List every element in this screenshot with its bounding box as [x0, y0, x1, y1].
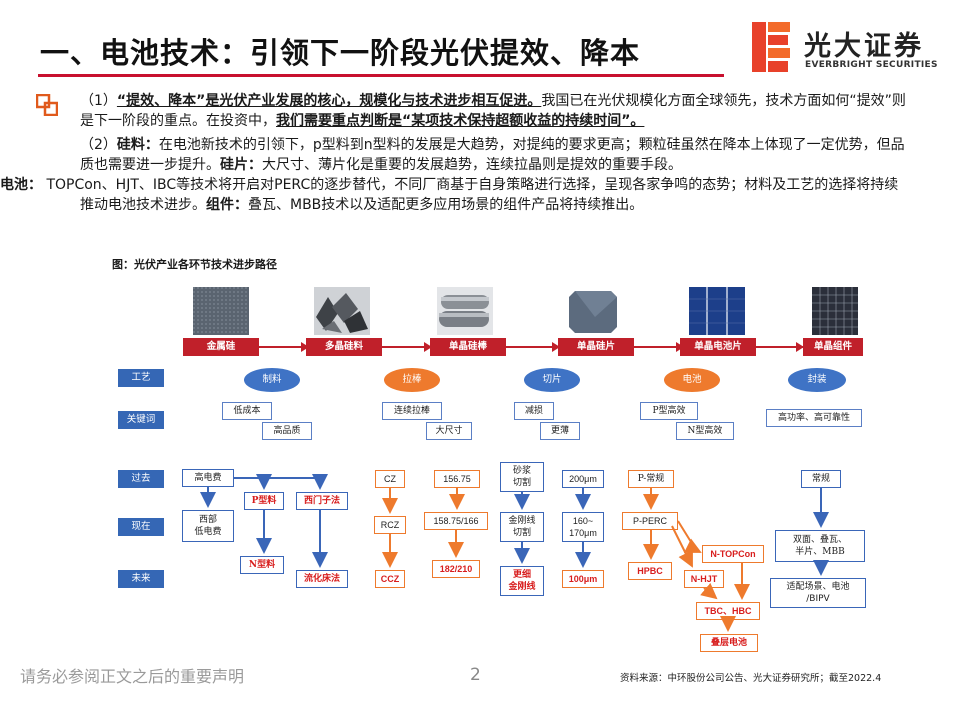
node-tandem-cell: 叠层电池 [700, 634, 758, 652]
page-title: 一、电池技术：引领下一阶段光伏提效、降本 [40, 36, 641, 70]
page-number: 2 [470, 665, 481, 685]
p1-prefix: （1） [80, 93, 117, 109]
process-cell: 电池 [664, 368, 720, 392]
node-cz: CZ [375, 470, 405, 488]
node-fbr-method: 流化床法 [296, 570, 348, 588]
keyword-high-quality: 高品质 [262, 422, 312, 440]
p2-prefix: （2） [80, 137, 117, 153]
node-slurry-cutting: 砂浆 切割 [500, 462, 544, 492]
p1-bold2: 我们需要重点判断是“某项技术保持超额收益的持续时间” [276, 113, 631, 129]
chain-cell: 单晶电池片 [680, 338, 756, 356]
keyword-n-high-eff: N型高效 [676, 422, 734, 440]
node-n-type-material: N型料 [240, 556, 284, 574]
p2-text-cell: TOPCon、HJT、IBC等技术将开启对PERC的逐步替代，不同厂商基于自身策… [42, 177, 899, 213]
logo-mark-icon [752, 22, 790, 72]
source-note: 资料来源：中环股份公司公告、光大证券研究所；截至2022.4 [620, 673, 882, 684]
polysilicon-image [314, 287, 370, 335]
company-logo: 光大证券 EVERBRIGHT SECURITIES [752, 22, 942, 74]
row-label-process: 工艺 [118, 369, 164, 387]
keyword-large-size: 大尺寸 [426, 422, 472, 440]
keyword-loss-reduction: 减损 [514, 402, 554, 420]
node-rcz: RCZ [374, 516, 406, 534]
silicon-wafer-image [565, 287, 621, 335]
p1-mid: 我国已在光伏规模化方面全球领先，技术方面如何“提效”则是下一阶段的重点。在投资中… [80, 93, 906, 129]
node-diamond-cutting: 金刚线 切割 [500, 512, 544, 542]
node-p-perc: P-PERC [622, 512, 678, 530]
silicon-ingot-image [437, 287, 493, 335]
chain-arrow-icon [424, 342, 432, 352]
p2-text-silicon: 在电池新技术的引领下，p型料到n型料的发展是大趋势，对提纯的要求更高；颗粒硅虽然… [80, 137, 905, 173]
node-p-normal: P-常规 [628, 470, 674, 488]
p2-label-cell: 电池： [0, 177, 42, 193]
node-n-topcon: N-TOPCon [702, 545, 764, 563]
chain-metal-silicon: 金属硅 [183, 338, 259, 356]
node-tbc-hbc: TBC、HBC [696, 602, 760, 620]
node-thickness-200: 200μm [562, 470, 604, 488]
node-ccz: CCZ [375, 570, 405, 588]
keyword-continuous-pulling: 连续拉棒 [382, 402, 442, 420]
chain-polysilicon: 多晶硅料 [306, 338, 382, 356]
row-label-future: 未来 [118, 570, 164, 588]
keyword-thinner: 更薄 [540, 422, 580, 440]
p2-text-module: 叠瓦、MBB技术以及适配更多应用场景的组件产品将持续推出。 [248, 197, 644, 213]
chain-module: 单晶组件 [803, 338, 863, 356]
node-size-158: 158.75/166 [424, 512, 488, 530]
node-module-future: 适配场景、电池 /BIPV [770, 578, 866, 608]
chain-arrow-icon [796, 342, 804, 352]
keyword-high-power: 高功率、高可靠性 [766, 409, 862, 427]
node-high-power-cost: 高电费 [182, 469, 234, 487]
node-size-156: 156.75 [434, 470, 480, 488]
node-thickness-160: 160~ 170μm [562, 512, 604, 542]
metal-silicon-image [193, 287, 249, 335]
node-module-now: 双面、叠瓦、 半片、MBB [775, 530, 865, 562]
logo-chinese-name: 光大证券 [804, 31, 924, 62]
paragraph-1: （1）“提效、降本”是光伏产业发展的核心，规模化与技术进步相互促进。我国已在光伏… [80, 91, 910, 131]
process-slicing: 切片 [524, 368, 580, 392]
node-n-hjt: N-HJT [684, 570, 724, 588]
process-material: 制料 [244, 368, 300, 392]
solar-module-image [812, 287, 858, 335]
node-thickness-100: 100μm [562, 570, 604, 588]
p2-label-silicon: 硅料： [116, 137, 159, 153]
process-packaging: 封装 [788, 368, 846, 392]
chain-wafer: 单晶硅片 [558, 338, 634, 356]
chain-ingot: 单晶硅棒 [430, 338, 506, 356]
p2-label-wafer: 硅片： [220, 157, 262, 173]
node-finer-diamond: 更细 金刚线 [500, 566, 544, 596]
figure-caption: 图：光伏产业各环节技术进步路径 [112, 258, 277, 271]
row-label-keyword: 关键词 [118, 411, 164, 429]
keyword-low-cost: 低成本 [222, 402, 272, 420]
row-label-past: 过去 [118, 470, 164, 488]
node-siemens-method: 西门子法 [296, 492, 348, 510]
node-size-182: 182/210 [432, 560, 480, 578]
paragraph-2: （2）硅料：在电池新技术的引领下，p型料到n型料的发展是大趋势，对提纯的要求更高… [0, 135, 910, 215]
logo-english-name: EVERBRIGHT SECURITIES [805, 60, 938, 70]
node-west-low-power: 西部 低电费 [182, 510, 234, 542]
p2-label-module: 组件： [206, 197, 248, 213]
row-label-now: 现在 [118, 518, 164, 536]
p1-end: 。 [630, 113, 645, 129]
solar-cell-image [689, 287, 745, 335]
chain-arrow-icon [301, 342, 309, 352]
p1-bold: “提效、降本”是光伏产业发展的核心，规模化与技术进步相互促进。 [116, 93, 542, 109]
keyword-p-high-eff: P型高效 [640, 402, 698, 420]
footer-disclaimer: 请务必参阅正文之后的重要声明 [20, 667, 245, 686]
process-pulling: 拉棒 [384, 368, 440, 392]
node-module-normal: 常规 [801, 470, 841, 488]
p2-text-wafer: 大尺寸、薄片化是重要的发展趋势，连续拉晶则是提效的重要手段。 [262, 157, 682, 173]
title-divider [38, 74, 724, 77]
node-p-type-material: P型料 [244, 492, 284, 510]
chain-arrow-icon [552, 342, 560, 352]
node-hpbc: HPBC [628, 562, 672, 580]
bullet-squares-icon [36, 94, 58, 116]
chain-line [208, 346, 848, 348]
